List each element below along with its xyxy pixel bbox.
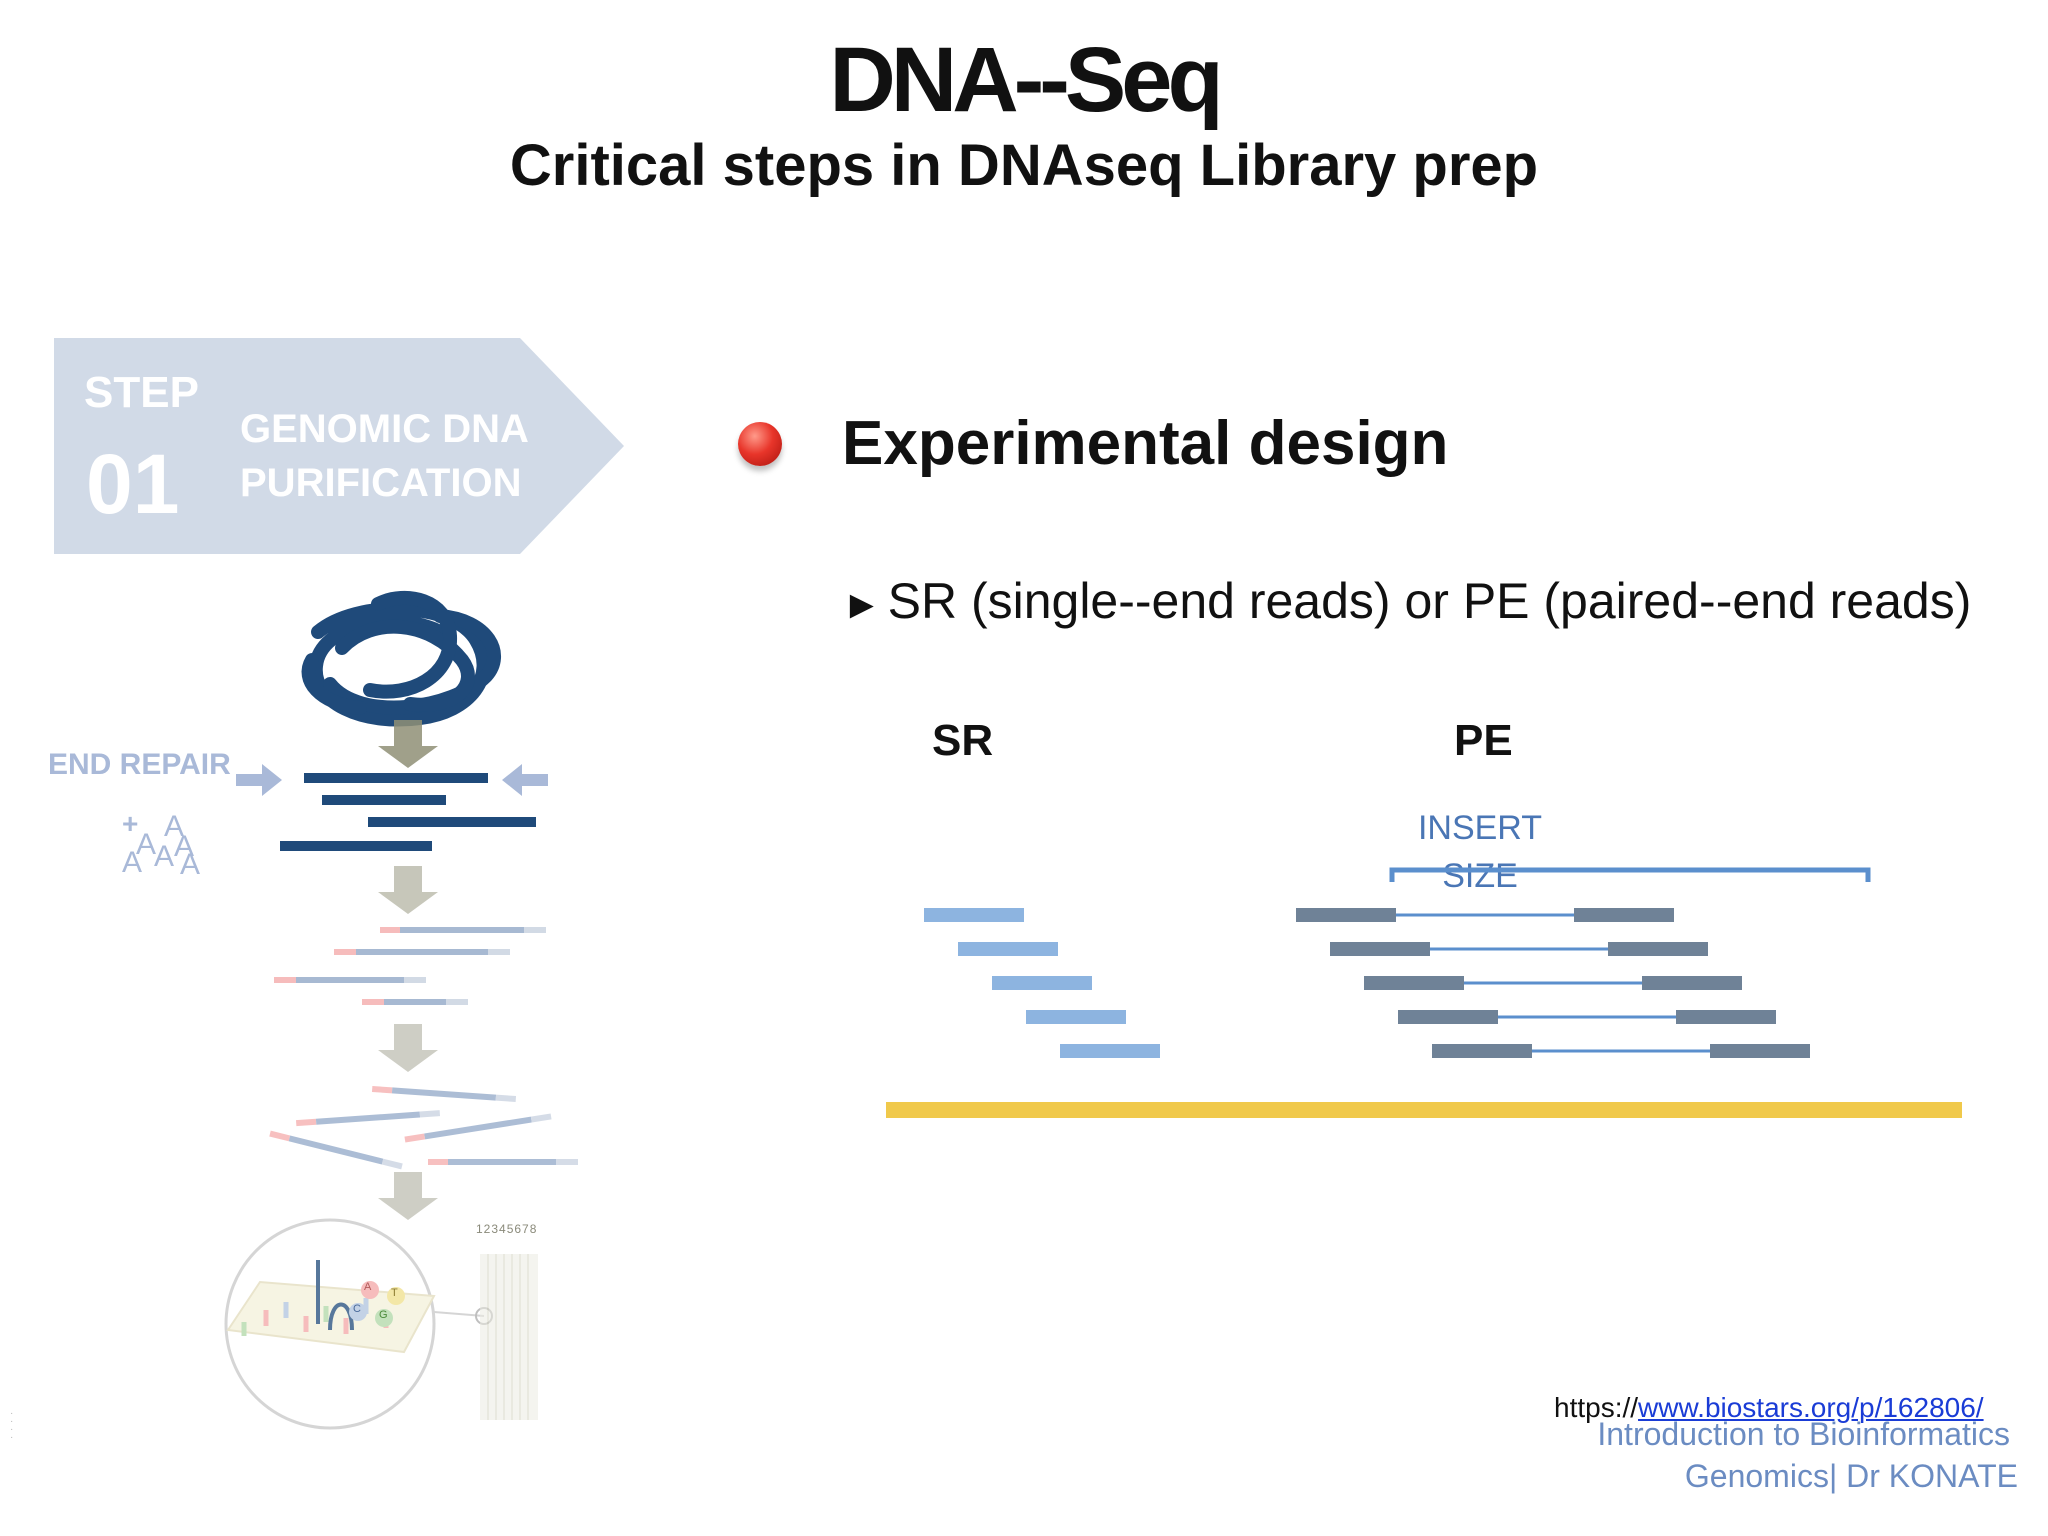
pe-read-pair	[1432, 1044, 1810, 1058]
flowcell-numbers: 12345678	[476, 1222, 538, 1236]
step-number: 01	[86, 437, 180, 531]
reference-url-prefix: https://	[1554, 1392, 1639, 1423]
a-letter: A	[174, 830, 195, 863]
step-box-shape	[54, 338, 624, 554]
pe-read-pair	[1296, 908, 1674, 922]
insert-size-line2: SIZE	[1442, 857, 1518, 895]
base-label: G	[379, 1309, 388, 1321]
step-label: STEP	[84, 368, 199, 417]
cluster-fragments	[269, 1085, 578, 1170]
a-letter: A	[136, 828, 157, 861]
step-title: GENOMIC DNA PURIFICATION	[240, 402, 529, 510]
sequencing-circle	[224, 1218, 493, 1430]
pe-label: PE	[1454, 716, 1513, 765]
pe-reads	[1296, 908, 1810, 1058]
red-bullet-icon	[738, 422, 782, 466]
insert-size-line1: INSERT	[1417, 809, 1543, 847]
a-letter: A	[180, 848, 201, 881]
decorative-dots: ····	[10, 1408, 14, 1443]
a-letter: A	[164, 810, 185, 843]
sr-reads	[924, 908, 1160, 1058]
adapter-fragments	[274, 927, 546, 1005]
dna-tangle-icon	[301, 590, 501, 727]
end-repair-label: END REPAIR	[48, 748, 231, 781]
reference-link[interactable]: www.biostars.org/p/162806/	[1638, 1392, 1984, 1423]
a-letter: A	[122, 846, 143, 879]
reads-diagram	[886, 867, 1962, 1118]
pe-read-pair	[1330, 942, 1708, 956]
a-letter: A	[154, 840, 175, 873]
footer-course: Introduction to Bioinformatics	[1597, 1416, 2010, 1452]
genome-line	[886, 1102, 1962, 1118]
pe-read-pair	[1364, 976, 1742, 990]
sr-pe-bullet-text: SR (single--end reads) or PE (paired--en…	[887, 573, 1972, 629]
insert-size-bracket	[1389, 867, 1871, 882]
base-label: A	[364, 1281, 372, 1293]
sr-label: SR	[932, 716, 994, 765]
flow-arrows	[378, 720, 438, 1220]
base-label: T	[391, 1287, 398, 1299]
a-tailing-plus: +	[122, 808, 139, 839]
dna-fragments	[280, 773, 536, 851]
slide-title: DNA--Seq	[829, 29, 1223, 131]
sr-pe-bullet: ►SR (single--end reads) or PE (paired--e…	[842, 572, 1971, 630]
base-label: C	[353, 1303, 361, 1315]
triangle-bullet-icon: ►	[842, 583, 882, 627]
step-title-line2: PURIFICATION	[240, 461, 522, 505]
slide-subtitle: Critical steps in DNAseq Library prep	[509, 133, 1539, 198]
reference-url: https://www.biostars.org/p/162806/	[1554, 1392, 1984, 1424]
footer-author: Genomics| Dr KONATE	[1684, 1458, 2018, 1494]
pe-read-pair	[1398, 1010, 1776, 1024]
library-prep-illustration	[54, 338, 624, 1430]
flowcell-lanes	[480, 1254, 538, 1420]
step-title-line1: GENOMIC DNA	[240, 407, 529, 451]
experimental-design-heading: Experimental design	[842, 409, 1449, 478]
insert-size-label: INSERT SIZE	[1400, 804, 1560, 900]
end-repair-arrows	[236, 764, 548, 796]
